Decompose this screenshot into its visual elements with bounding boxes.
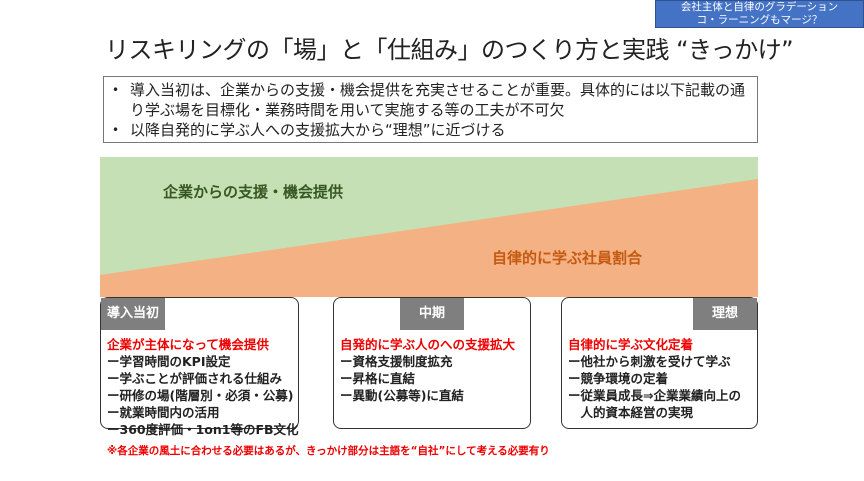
gradient-diagram: 企業からの支援・機会提供 自律的に学ぶ社員割合 [100, 157, 758, 297]
stage-tag: 中期 [400, 298, 464, 330]
stage-heading: 企業が主体になって機会提供 [107, 337, 269, 352]
stage-item: ー就業時間内の活用 [107, 405, 220, 420]
autonomy-label: 自律的に学ぶ社員割合 [492, 249, 643, 267]
stage-item: ー競争環境の定着 [568, 371, 669, 386]
stage-item: ー学習時間のKPI設定 [107, 354, 231, 369]
stage-item: ー従業員成長⇒企業業績向上の [568, 388, 741, 403]
sticky-note: 会社主体と自律のグラデーション コ・ラーニングもマージ？ [655, 0, 864, 28]
summary-box: 導入当初は、企業からの支援・機会提供を充実させることが重要。具体的には以下記載の… [103, 76, 758, 143]
stage-heading: 自律的に学ぶ文化定着 [568, 337, 694, 352]
stage-tag: 導入当初 [101, 298, 165, 330]
stage-item: ー資格支援制度拡充 [340, 354, 453, 369]
stage-item: ー昇格に直結 [340, 371, 416, 386]
stage-item: ー研修の場(階層別・必須・公募) [107, 388, 294, 403]
stage-item: 人的資本経営の実現 [568, 405, 694, 420]
note-line-2: コ・ラーニングもマージ？ [696, 14, 823, 26]
slide-title: リスキリングの「場」と「仕組み」のつくり方と実践 “きっかけ” [105, 36, 794, 64]
footnote: ※各企業の風土に合わせる必要はあるが、きっかけ部分は主語を“自社”にして考える必… [107, 445, 550, 457]
bullet-item: 導入当初は、企業からの支援・機会提供を充実させることが重要。具体的には以下記載の… [112, 80, 749, 120]
stage-item: ー他社から刺激を受けて学ぶ [568, 354, 731, 369]
support-label: 企業からの支援・機会提供 [163, 183, 344, 201]
stage-item: ー学ぶことが評価される仕組み [107, 371, 283, 386]
stage-initial: 導入当初 企業が主体になって機会提供 ー学習時間のKPI設定 ー学ぶことが評価さ… [100, 297, 299, 437]
note-line-1: 会社主体と自律のグラデーション [680, 1, 839, 13]
stage-ideal: 理想 自律的に学ぶ文化定着 ー他社から刺激を受けて学ぶ ー競争環境の定着 ー従業… [561, 297, 758, 429]
stage-item: ー360度評価・1on1等のFB文化 [107, 422, 299, 437]
stage-tag: 理想 [693, 298, 757, 330]
stage-mid: 中期 自発的に学ぶ人のへの支援拡大 ー資格支援制度拡充 ー昇格に直結 ー異動(公… [333, 297, 531, 429]
stage-item: ー異動(公募等)に直結 [340, 388, 464, 403]
bullet-item: 以降自発的に学ぶ人への支援拡大から“理想”に近づける [112, 120, 749, 140]
autonomy-area [100, 179, 758, 297]
stage-heading: 自発的に学ぶ人のへの支援拡大 [340, 337, 516, 352]
